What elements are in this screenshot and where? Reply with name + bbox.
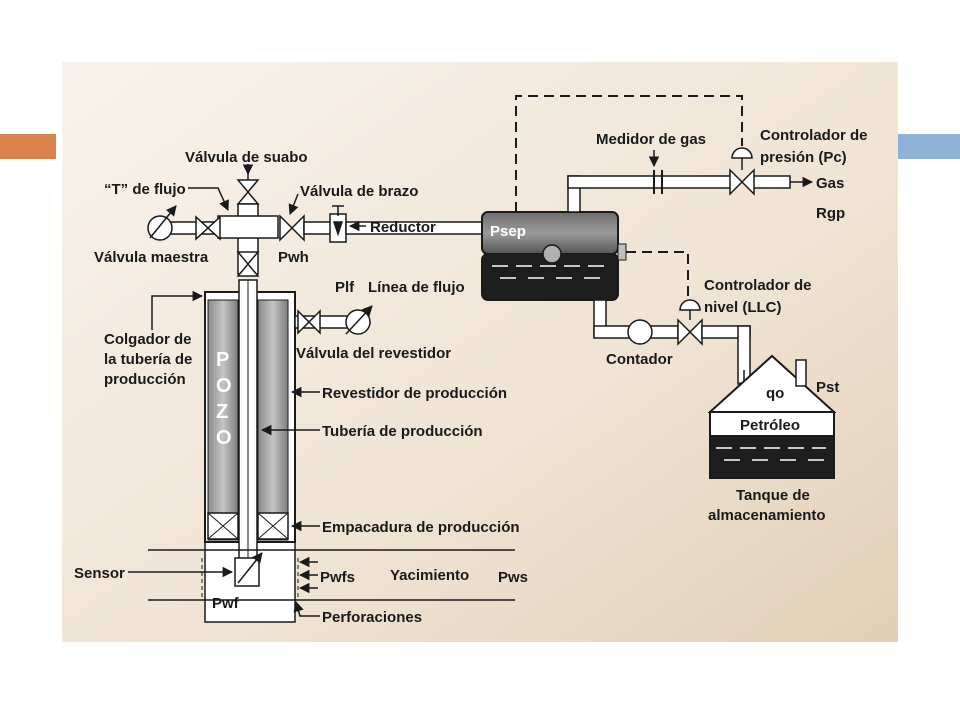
label-controlador-presion-2: presión (Pc) <box>760 149 847 166</box>
label-pozo-o2: O <box>216 427 232 449</box>
pressure-signal-line <box>515 95 743 212</box>
label-pozo-o1: O <box>216 375 232 397</box>
accent-bar-right <box>898 134 960 159</box>
gas-line <box>567 147 814 213</box>
label-contador: Contador <box>606 351 673 368</box>
separator <box>481 211 627 301</box>
label-linea-flujo: Línea de flujo <box>368 279 465 296</box>
oil-line <box>593 299 751 394</box>
label-controlador-nivel-1: Controlador de <box>704 277 812 294</box>
label-colgador-1: Colgador de <box>104 331 192 348</box>
level-signal-line <box>626 251 689 296</box>
wellhead <box>147 170 483 335</box>
accent-bar-left <box>0 134 56 159</box>
label-valvula-revestidor: Válvula del revestidor <box>296 345 451 362</box>
label-rgp: Rgp <box>816 205 845 222</box>
label-pozo-p: P <box>216 349 229 371</box>
label-tanque-1: Tanque de <box>736 487 810 504</box>
label-colgador-2: la tubería de <box>104 351 192 368</box>
label-gas: Gas <box>816 175 844 192</box>
wellbore <box>148 279 515 623</box>
label-pws: Pws <box>498 569 528 586</box>
label-qo: qo <box>766 385 784 402</box>
packer-right <box>257 512 289 540</box>
label-psep: Psep <box>490 223 526 240</box>
label-controlador-nivel-2: nivel (LLC) <box>704 299 782 316</box>
label-pozo-z: Z <box>216 401 228 423</box>
label-valvula-suabo: Válvula de suabo <box>185 149 308 166</box>
storage-tank <box>707 354 837 479</box>
label-revestidor-produccion: Revestidor de producción <box>322 385 507 402</box>
label-controlador-presion-1: Controlador de <box>760 127 868 144</box>
label-valvula-brazo: Válvula de brazo <box>300 183 418 200</box>
label-tanque-2: almacenamiento <box>708 507 826 524</box>
packer-left <box>207 512 239 540</box>
label-pwh: Pwh <box>278 249 309 266</box>
label-valvula-maestra: Válvula maestra <box>94 249 209 266</box>
label-perforaciones: Perforaciones <box>322 609 422 626</box>
well-production-diagram: Válvula de suabo “T” de flujo Válvula de… <box>62 62 898 642</box>
label-empacadura: Empacadura de producción <box>322 519 520 536</box>
label-pst: Pst <box>816 379 839 396</box>
sensor-gauge <box>234 552 263 587</box>
label-pwf: Pwf <box>212 595 240 612</box>
label-colgador-3: producción <box>104 371 186 388</box>
label-yacimiento: Yacimiento <box>390 567 469 584</box>
label-tuberia-produccion: Tubería de producción <box>322 423 483 440</box>
label-sensor: Sensor <box>74 565 125 582</box>
label-medidor-gas: Medidor de gas <box>596 131 706 148</box>
label-t-flujo: “T” de flujo <box>104 181 186 198</box>
label-plf: Plf <box>335 279 355 296</box>
leader-arrows <box>128 150 660 617</box>
label-reductor: Reductor <box>370 219 436 236</box>
label-pwfs: Pwfs <box>320 569 355 586</box>
inflow-arrows <box>298 556 318 594</box>
label-petroleo: Petróleo <box>740 417 800 434</box>
diagram-background <box>62 62 898 642</box>
labels: Válvula de suabo “T” de flujo Válvula de… <box>74 127 868 626</box>
